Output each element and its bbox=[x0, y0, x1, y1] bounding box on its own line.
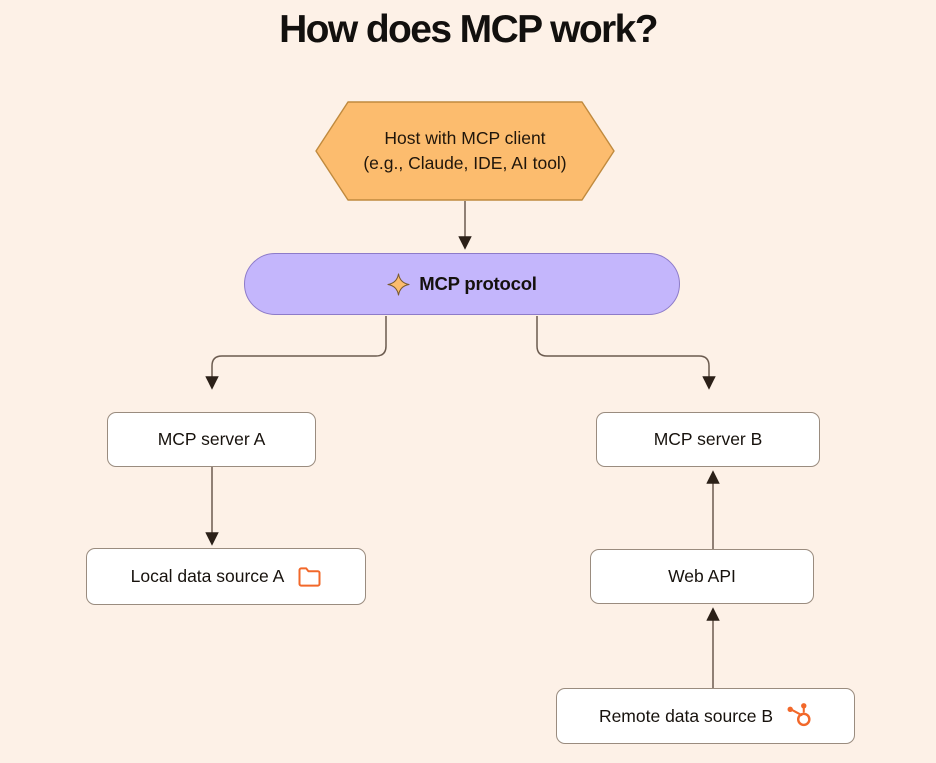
node-local-data-source-a[interactable]: Local data source A bbox=[86, 548, 366, 605]
node-web-api-label: Web API bbox=[668, 566, 736, 586]
node-mcp-server-b-label: MCP server B bbox=[653, 429, 763, 449]
node-mcp-protocol[interactable]: MCP protocol bbox=[244, 253, 680, 315]
hubspot-sprocket-icon bbox=[787, 703, 811, 727]
page-title: How does MCP work? bbox=[279, 8, 658, 51]
node-remote-data-source-b-content: Remote data source B bbox=[599, 703, 812, 729]
node-mcp-server-a[interactable]: MCP server A bbox=[107, 412, 316, 467]
node-mcp-protocol-label: MCP protocol bbox=[419, 273, 537, 294]
hexagon-shape bbox=[315, 101, 615, 201]
node-local-data-source-a-content: Local data source A bbox=[131, 566, 322, 587]
node-mcp-protocol-content: MCP protocol bbox=[387, 272, 537, 296]
folder-icon bbox=[298, 566, 321, 587]
node-host-label-line1: Host with MCP client bbox=[384, 128, 546, 148]
node-host-label-line2: (e.g., Claude, IDE, AI tool) bbox=[363, 153, 567, 173]
node-host-label: Host with MCP client (e.g., Claude, IDE,… bbox=[363, 126, 566, 176]
node-mcp-server-b[interactable]: MCP server B bbox=[596, 412, 820, 467]
node-remote-data-source-b-label: Remote data source B bbox=[598, 705, 774, 726]
edge-protocol-to-server-b bbox=[536, 316, 716, 390]
node-host-with-mcp-client[interactable]: Host with MCP client (e.g., Claude, IDE,… bbox=[315, 101, 615, 201]
node-mcp-server-a-label: MCP server A bbox=[157, 429, 266, 449]
node-web-api[interactable]: Web API bbox=[590, 549, 814, 604]
edge-protocol-to-server-a bbox=[205, 316, 387, 390]
sparkle-icon bbox=[387, 272, 410, 296]
node-remote-data-source-b[interactable]: Remote data source B bbox=[556, 688, 855, 744]
node-local-data-source-a-label: Local data source A bbox=[130, 566, 285, 586]
